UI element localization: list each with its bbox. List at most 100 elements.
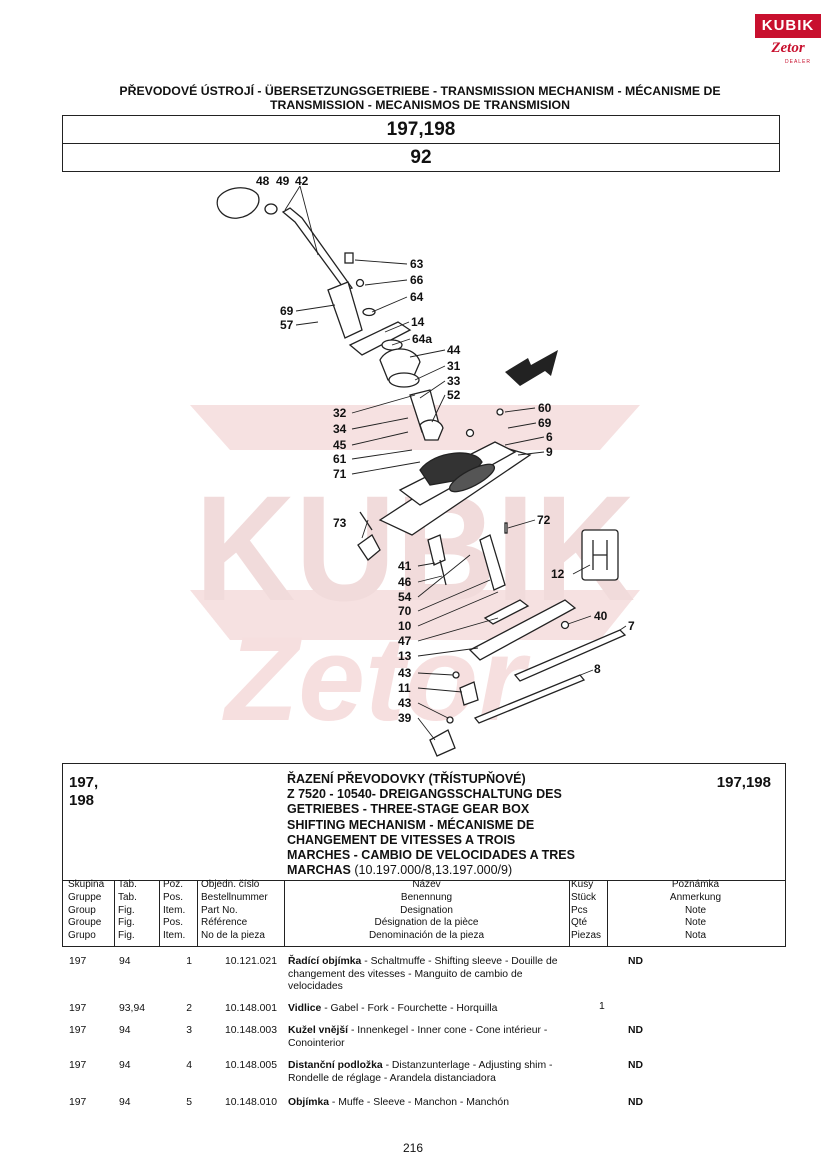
cell-note: ND	[628, 1025, 644, 1036]
callout-46: 46	[398, 575, 412, 589]
column-separator	[197, 880, 198, 946]
callout-48: 48	[256, 174, 270, 188]
cell-part: 10.148.003	[224, 1025, 277, 1036]
callout-71: 71	[333, 467, 347, 481]
callout-6: 6	[546, 430, 553, 444]
callout-9: 9	[546, 445, 553, 459]
cell-group: 197	[69, 1025, 87, 1036]
callout-7: 7	[628, 619, 635, 633]
cell-qty: 1	[599, 1001, 605, 1012]
callout-12: 12	[551, 567, 565, 581]
callout-45: 45	[333, 438, 347, 452]
column-separator	[569, 880, 570, 946]
cell-name: Objímka - Muffe - Sleeve - Manchon - Man…	[288, 1097, 509, 1108]
column-separator	[607, 880, 608, 946]
callout-57: 57	[280, 318, 294, 332]
cell-note: ND	[628, 1097, 644, 1108]
cell-pos: 2	[186, 1003, 192, 1014]
table-box: 92	[62, 143, 780, 172]
callout-33: 33	[447, 374, 461, 388]
header-table: Tab.Tab.Fig.Fig.Fig.	[118, 879, 137, 942]
callout-73: 73	[333, 516, 347, 530]
cell-pos: 3	[186, 1025, 192, 1036]
callout-32: 32	[333, 406, 347, 420]
callout-69: 69	[280, 304, 294, 318]
cell-group: 197	[69, 1097, 87, 1108]
cell-note: ND	[628, 1060, 644, 1071]
callout-66: 66	[410, 273, 424, 287]
callout-54: 54	[398, 590, 412, 604]
cell-group: 197	[69, 1060, 87, 1071]
cell-part: 10.121.021	[224, 956, 277, 967]
callout-63: 63	[410, 257, 424, 271]
exploded-parts-diagram: KUBIK Zetor	[190, 174, 640, 757]
cell-part: 10.148.005	[224, 1060, 277, 1071]
callout-64: 64	[410, 290, 424, 304]
group-title-suffix: (10.197.000/8,13.197.000/9)	[354, 863, 513, 878]
watermark: KUBIK Zetor	[190, 405, 640, 746]
group-description-box: 197, 198 ŘAZENÍ PŘEVODOVKY (TŘÍSTUPŇOVÉ)…	[62, 763, 786, 881]
callout-10: 10	[398, 619, 412, 633]
logo-dealer: DEALER	[785, 59, 812, 65]
cell-table: 94	[119, 956, 131, 967]
callout-41: 41	[398, 559, 412, 573]
group-title-rest: Z 7520 - 10540- DREIGANGSSCHALTUNG DES G…	[287, 787, 575, 878]
cover-plate	[378, 408, 532, 536]
leader-lines	[284, 185, 627, 741]
cell-pos: 5	[186, 1097, 192, 1108]
callout-60: 60	[538, 401, 552, 415]
lower-parts	[357, 511, 627, 757]
cell-pos: 1	[186, 956, 192, 967]
cell-table: 94	[119, 1097, 131, 1108]
callout-13: 13	[398, 649, 412, 663]
logo-zetor: Zetor	[771, 40, 805, 56]
gear-lever	[216, 187, 444, 441]
cell-name: Kužel vnější - Innenkegel - Inner cone -…	[288, 1025, 548, 1049]
callout-42: 42	[295, 174, 309, 188]
kubik-zetor-logo: KUBIK Zetor DEALER	[755, 14, 821, 72]
callout-14: 14	[411, 315, 425, 329]
cell-note: ND	[628, 956, 644, 967]
callout-69b: 69	[538, 416, 552, 430]
direction-arrow	[505, 350, 558, 386]
model-box: 197,198	[62, 115, 780, 144]
callout-43b: 43	[398, 696, 412, 710]
callout-40: 40	[594, 609, 608, 623]
callout-44: 44	[447, 343, 461, 357]
callout-49: 49	[276, 174, 290, 188]
cell-name: Řadící objímka - Schaltmuffe - Shifting …	[288, 956, 558, 993]
callout-61: 61	[333, 452, 347, 466]
page-title: PŘEVODOVÉ ÚSTROJÍ - ÜBERSETZUNGSGETRIEBE…	[119, 84, 721, 112]
callout-72: 72	[537, 513, 551, 527]
column-separator	[114, 880, 115, 946]
cell-name: Vidlice - Gabel - Fork - Fourchette - Ho…	[288, 1003, 498, 1014]
callout-43: 43	[398, 666, 412, 680]
cell-group: 197	[69, 1003, 87, 1014]
header-pos: Poz.Pos.Item.Pos.Item.	[163, 879, 186, 942]
callout-64a: 64a	[412, 332, 432, 346]
callout-39: 39	[398, 711, 412, 725]
column-header-frame	[62, 880, 786, 947]
column-separator	[284, 880, 285, 946]
callout-47: 47	[398, 634, 412, 648]
svg-text:Zetor: Zetor	[222, 612, 531, 746]
group-title-cz: ŘAZENÍ PŘEVODOVKY (TŘÍSTUPŇOVÉ)	[287, 772, 526, 786]
cell-table: 94	[119, 1025, 131, 1036]
callout-labels: 48 49 42 63 66 64 69 57 14 64a 44 31 33 …	[256, 174, 635, 725]
cell-part: 10.148.010	[224, 1097, 277, 1108]
cell-name: Distanční podložka - Distanzunterlage - …	[288, 1060, 553, 1084]
cell-group: 197	[69, 956, 87, 967]
cell-part: 10.148.001	[224, 1003, 277, 1014]
callout-70: 70	[398, 604, 412, 618]
group-code: 197, 198	[69, 774, 99, 809]
column-separator	[159, 880, 160, 946]
callout-31: 31	[447, 359, 461, 373]
cell-table: 94	[119, 1060, 131, 1071]
logo-kubik: KUBIK	[755, 14, 821, 38]
cell-pos: 4	[186, 1060, 192, 1071]
